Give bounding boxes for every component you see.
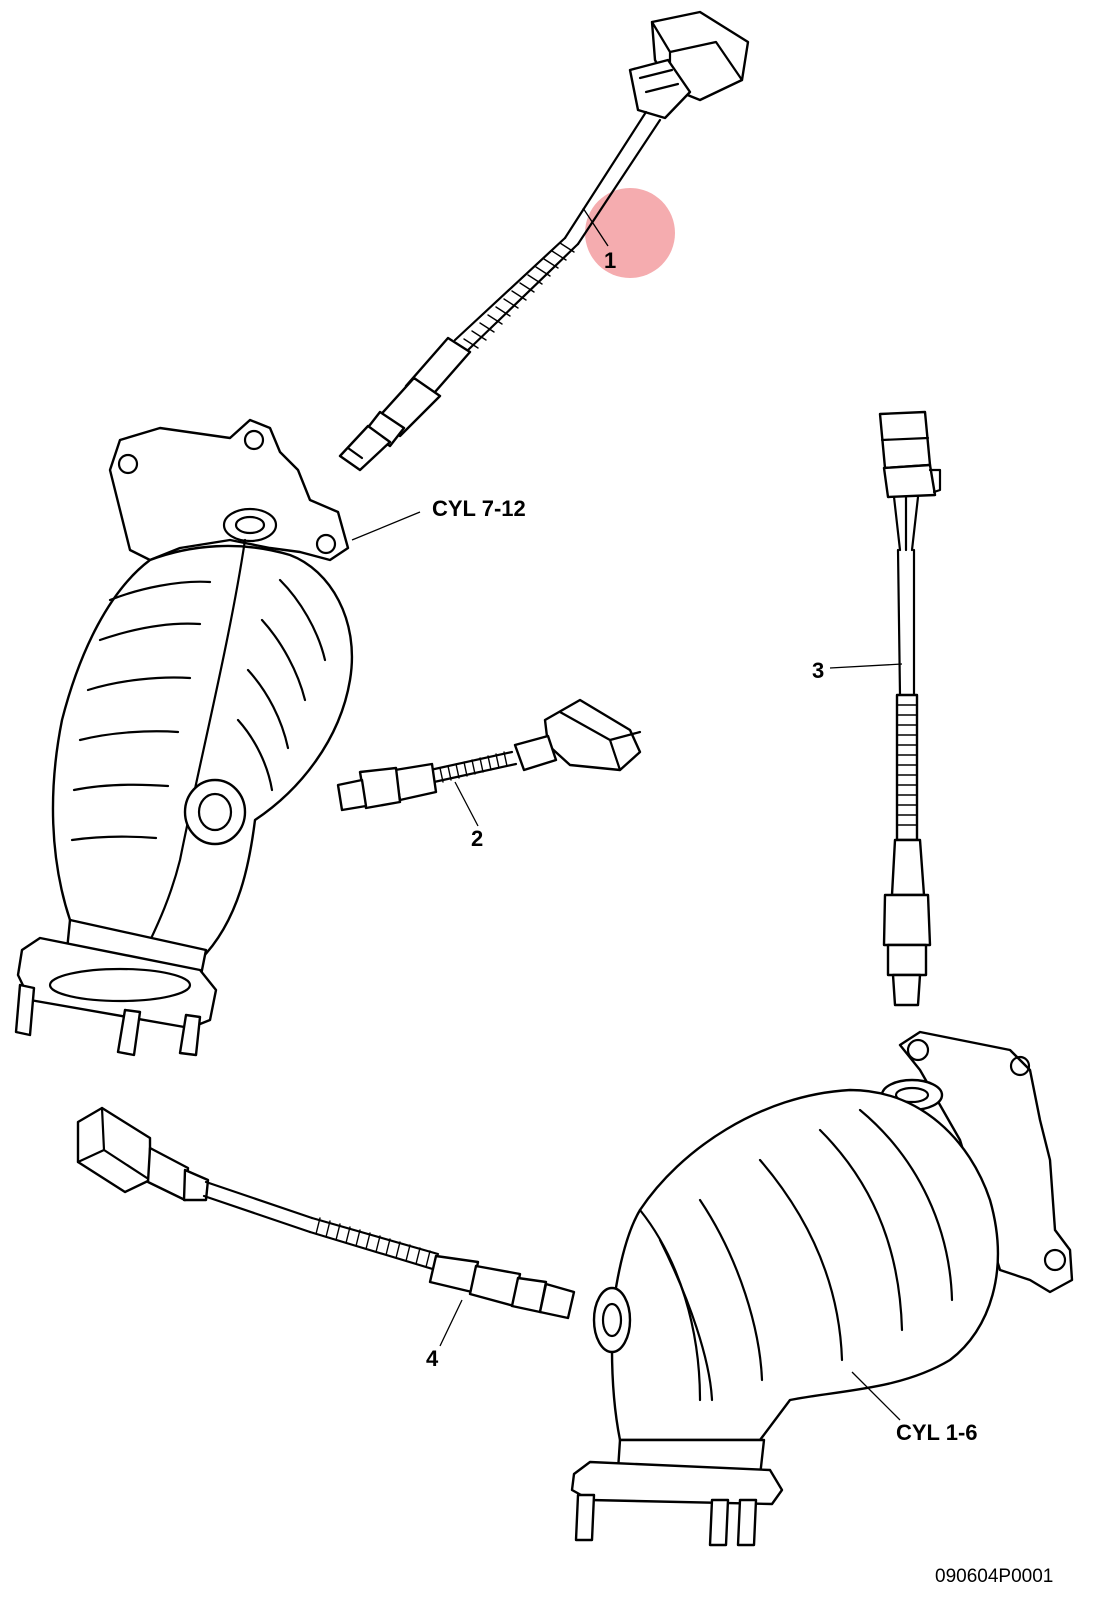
oxygen-sensor-4[interactable] xyxy=(76,1106,576,1320)
callout-1[interactable]: 1 xyxy=(604,248,616,273)
oxygen-sensor-3[interactable] xyxy=(878,410,942,1007)
callout-2[interactable]: 2 xyxy=(471,826,483,851)
document-id: 090604P0001 xyxy=(935,1566,1053,1587)
callout-1-highlight[interactable] xyxy=(585,188,675,278)
callout-3[interactable]: 3 xyxy=(812,658,824,683)
catalytic-converter-cyl-1-6[interactable] xyxy=(570,1030,1074,1547)
oxygen-sensor-1[interactable] xyxy=(338,10,750,472)
label-cyl-1-6: CYL 1-6 xyxy=(896,1420,978,1445)
leader-lines xyxy=(351,207,903,1421)
callout-4[interactable]: 4 xyxy=(426,1346,439,1371)
label-cyl-7-12: CYL 7-12 xyxy=(432,496,526,521)
oxygen-sensor-2[interactable] xyxy=(336,698,642,812)
catalytic-converter-cyl-7-12[interactable] xyxy=(14,418,354,1057)
